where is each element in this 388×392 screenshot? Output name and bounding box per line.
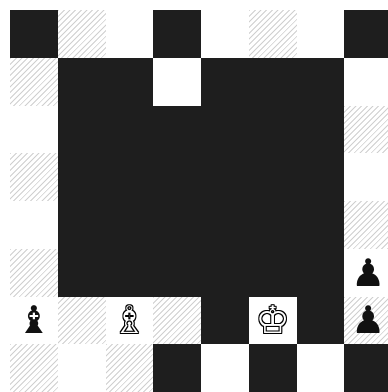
board-square[interactable] [106,153,154,201]
board-square[interactable] [297,201,345,249]
board-square[interactable] [153,344,201,392]
board-square[interactable] [344,106,388,154]
board-square[interactable] [106,344,154,392]
board-square[interactable] [106,58,154,106]
board-square[interactable] [153,297,201,345]
board-square[interactable] [249,106,297,154]
board-square[interactable] [344,10,388,58]
board-square[interactable] [10,344,58,392]
board-square[interactable] [58,10,106,58]
board-square[interactable] [201,58,249,106]
board-square[interactable] [10,201,58,249]
board-square[interactable] [201,344,249,392]
board-square[interactable] [10,106,58,154]
board-square[interactable] [153,249,201,297]
board-square[interactable] [58,344,106,392]
board-square[interactable] [297,106,345,154]
board-square[interactable] [249,153,297,201]
board-square[interactable] [297,297,345,345]
board-square[interactable] [344,58,388,106]
board-square[interactable] [58,153,106,201]
board-square[interactable] [344,153,388,201]
black-pawn-icon[interactable]: ♟ [344,297,388,345]
chess-board[interactable]: ♟ ♝ ♗ ♔ ♟ [10,10,388,392]
board-square[interactable] [297,58,345,106]
board-square[interactable] [106,10,154,58]
board-square[interactable] [297,153,345,201]
board-square[interactable] [58,58,106,106]
board-square[interactable] [201,153,249,201]
black-pawn-icon[interactable]: ♟ [344,249,388,297]
board-square[interactable] [10,10,58,58]
board-square[interactable] [153,58,201,106]
board-square[interactable] [297,10,345,58]
board-square[interactable] [106,201,154,249]
board-square[interactable] [344,344,388,392]
board-square[interactable] [10,153,58,201]
white-king-icon[interactable]: ♔ [249,297,297,345]
board-square[interactable] [249,58,297,106]
board-square[interactable] [58,297,106,345]
board-square[interactable] [249,201,297,249]
board-square[interactable] [249,344,297,392]
board-square[interactable] [106,106,154,154]
black-bishop-icon[interactable]: ♝ [10,297,58,345]
board-square[interactable] [201,106,249,154]
board-square[interactable] [106,249,154,297]
board-square[interactable] [58,106,106,154]
board-square[interactable] [153,10,201,58]
board-square[interactable] [201,249,249,297]
board-square[interactable] [201,201,249,249]
board-square[interactable] [344,201,388,249]
board-square[interactable] [153,153,201,201]
board-square[interactable] [153,201,201,249]
board-square[interactable] [58,201,106,249]
board-square[interactable] [249,10,297,58]
board-square[interactable] [10,249,58,297]
board-square[interactable] [153,106,201,154]
board-square[interactable] [10,58,58,106]
board-square[interactable] [249,249,297,297]
board-square[interactable] [201,297,249,345]
board-square[interactable] [297,344,345,392]
board-square[interactable] [58,249,106,297]
board-square[interactable] [201,10,249,58]
white-bishop-icon[interactable]: ♗ [106,297,154,345]
board-square[interactable] [297,249,345,297]
